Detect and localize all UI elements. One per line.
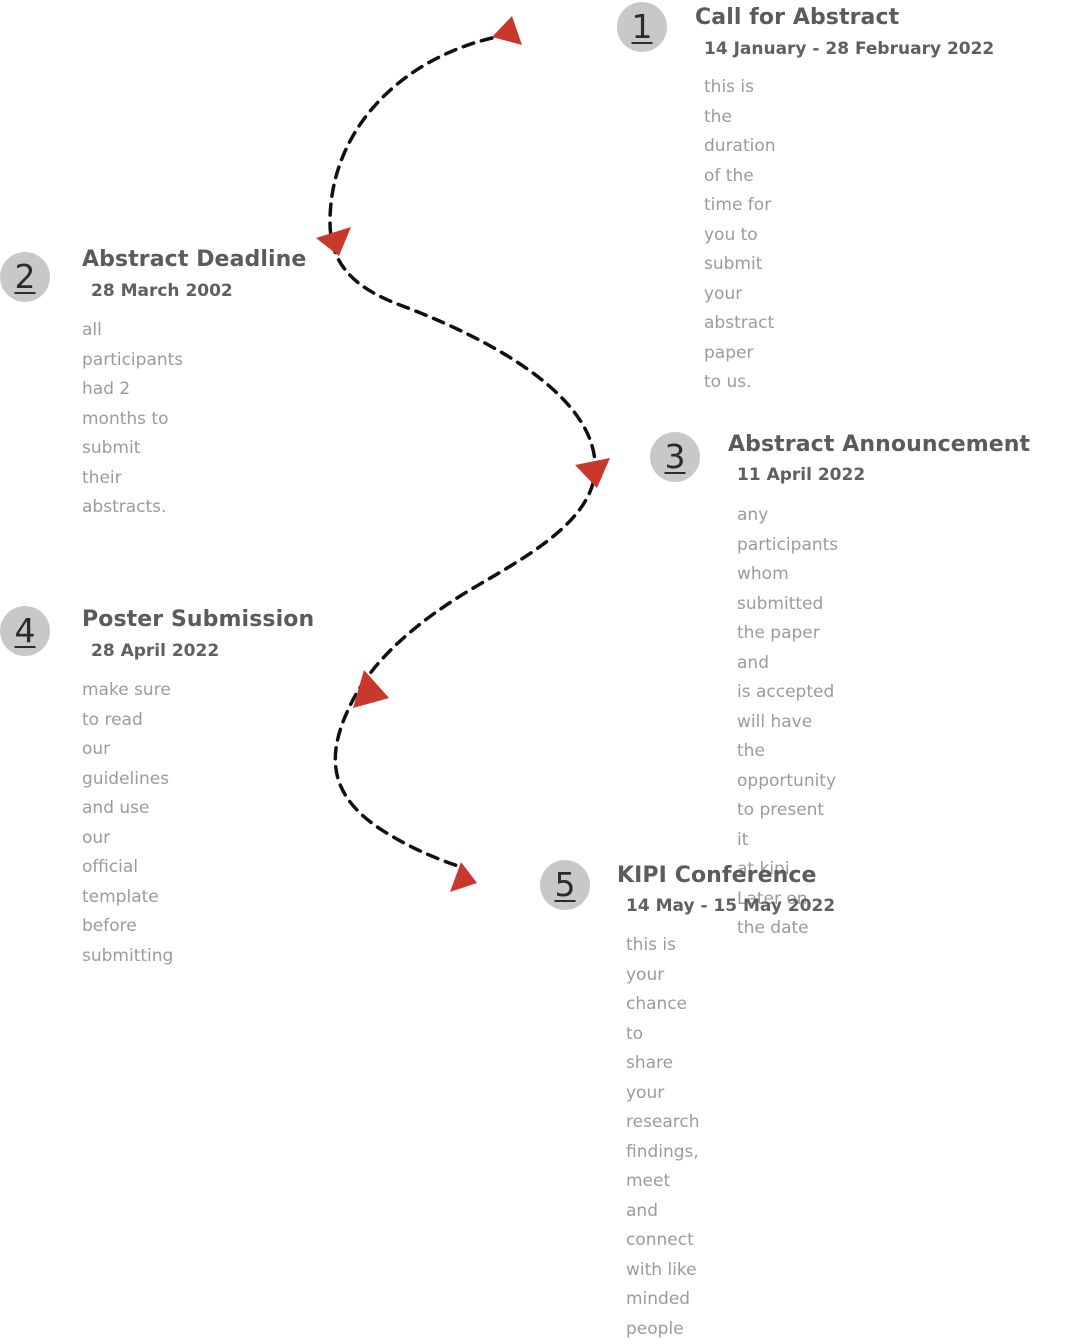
description-line: this is the duration of the [704, 73, 776, 191]
step-date: 11 April 2022 [737, 465, 865, 485]
arrowhead-4 [353, 670, 389, 708]
description-line: abstracts. [82, 493, 183, 523]
description-line: share your research [626, 1049, 700, 1138]
step-description: all participants had 2 months to submit … [82, 316, 183, 523]
step-description: this is your chance to share your resear… [626, 931, 700, 1344]
step-description: make sure to read our guidelines and use… [82, 676, 173, 971]
step-title: Abstract Deadline [82, 247, 306, 272]
step-number-badge: 4 [0, 606, 50, 656]
step-number-badge: 5 [540, 860, 590, 910]
description-line: your abstract paper to us. [704, 280, 776, 398]
arrowhead-1 [492, 16, 522, 45]
step-number-badge: 2 [0, 252, 50, 302]
description-line: opportunity to present it [737, 767, 838, 856]
step-title: Call for Abstract [695, 5, 899, 30]
description-line: months to submit their [82, 405, 183, 494]
step-date: 28 March 2002 [91, 281, 233, 301]
step-date: 14 May - 15 May 2022 [626, 896, 835, 916]
description-line: time for you to submit [704, 191, 776, 280]
step-date: 14 January - 28 February 2022 [704, 39, 994, 59]
description-line: connect with like minded [626, 1226, 700, 1315]
arrowhead-2 [316, 227, 351, 256]
description-line: is accepted will have the [737, 678, 838, 767]
step-number-badge: 3 [650, 432, 700, 482]
dashed-connector [330, 38, 595, 866]
description-line: people [626, 1315, 700, 1344]
step-description: this is the duration of the time for you… [704, 73, 776, 398]
description-line: findings, meet and [626, 1138, 700, 1227]
step-title: KIPI Conference [617, 863, 817, 888]
description-line: submitting [82, 942, 173, 972]
step-date: 28 April 2022 [91, 641, 219, 661]
description-line: make sure to read our [82, 676, 173, 765]
description-line: guidelines and use our [82, 765, 173, 854]
description-line: official template before [82, 853, 173, 942]
description-line: any participants whom [737, 501, 838, 590]
step-number-badge: 1 [617, 2, 667, 52]
description-line: all participants had 2 [82, 316, 183, 405]
step-title: Abstract Announcement [728, 432, 1030, 457]
description-line: this is your chance to [626, 931, 700, 1049]
description-line: submitted the paper and [737, 590, 838, 679]
step-title: Poster Submission [82, 607, 314, 632]
